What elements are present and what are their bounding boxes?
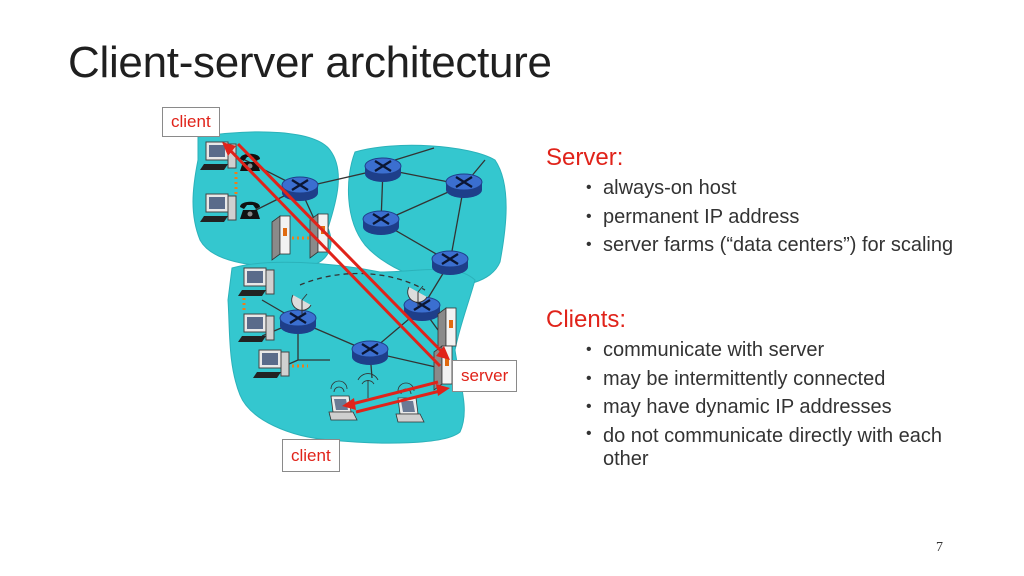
router-icon	[350, 339, 390, 367]
router-icon	[444, 172, 484, 200]
router-icon	[280, 175, 320, 203]
list-item: always-on host	[586, 174, 953, 203]
router-icon	[363, 156, 403, 184]
client-server-arrows	[222, 142, 450, 414]
list-item: server farms (“data centers”) for scalin…	[586, 231, 953, 260]
clients-bullet-list: communicate with server may be intermitt…	[586, 336, 986, 471]
page-number: 7	[936, 540, 943, 555]
server-bullet-list: always-on host permanent IP address serv…	[586, 174, 953, 260]
list-item: may have dynamic IP addresses	[586, 393, 986, 422]
server-label: server	[452, 360, 518, 392]
telephone-icon	[240, 201, 260, 219]
list-item: do not communicate directly with each ot…	[586, 422, 986, 471]
antenna-icon	[357, 373, 379, 398]
client-label-bottom: client	[282, 439, 340, 472]
router-icon	[361, 209, 401, 237]
list-item: may be intermittently connected	[586, 365, 986, 394]
client-label-top: client	[162, 107, 220, 137]
router-icon	[430, 249, 470, 277]
router-icon	[278, 308, 318, 336]
list-item: communicate with server	[586, 336, 986, 365]
server-rack-icon	[271, 215, 291, 261]
clients-heading: Clients:	[546, 306, 627, 333]
list-item: permanent IP address	[586, 203, 953, 232]
server-heading: Server:	[546, 144, 624, 171]
server-rack-icon	[437, 307, 457, 353]
slide-title: Client-server architecture	[68, 38, 552, 87]
